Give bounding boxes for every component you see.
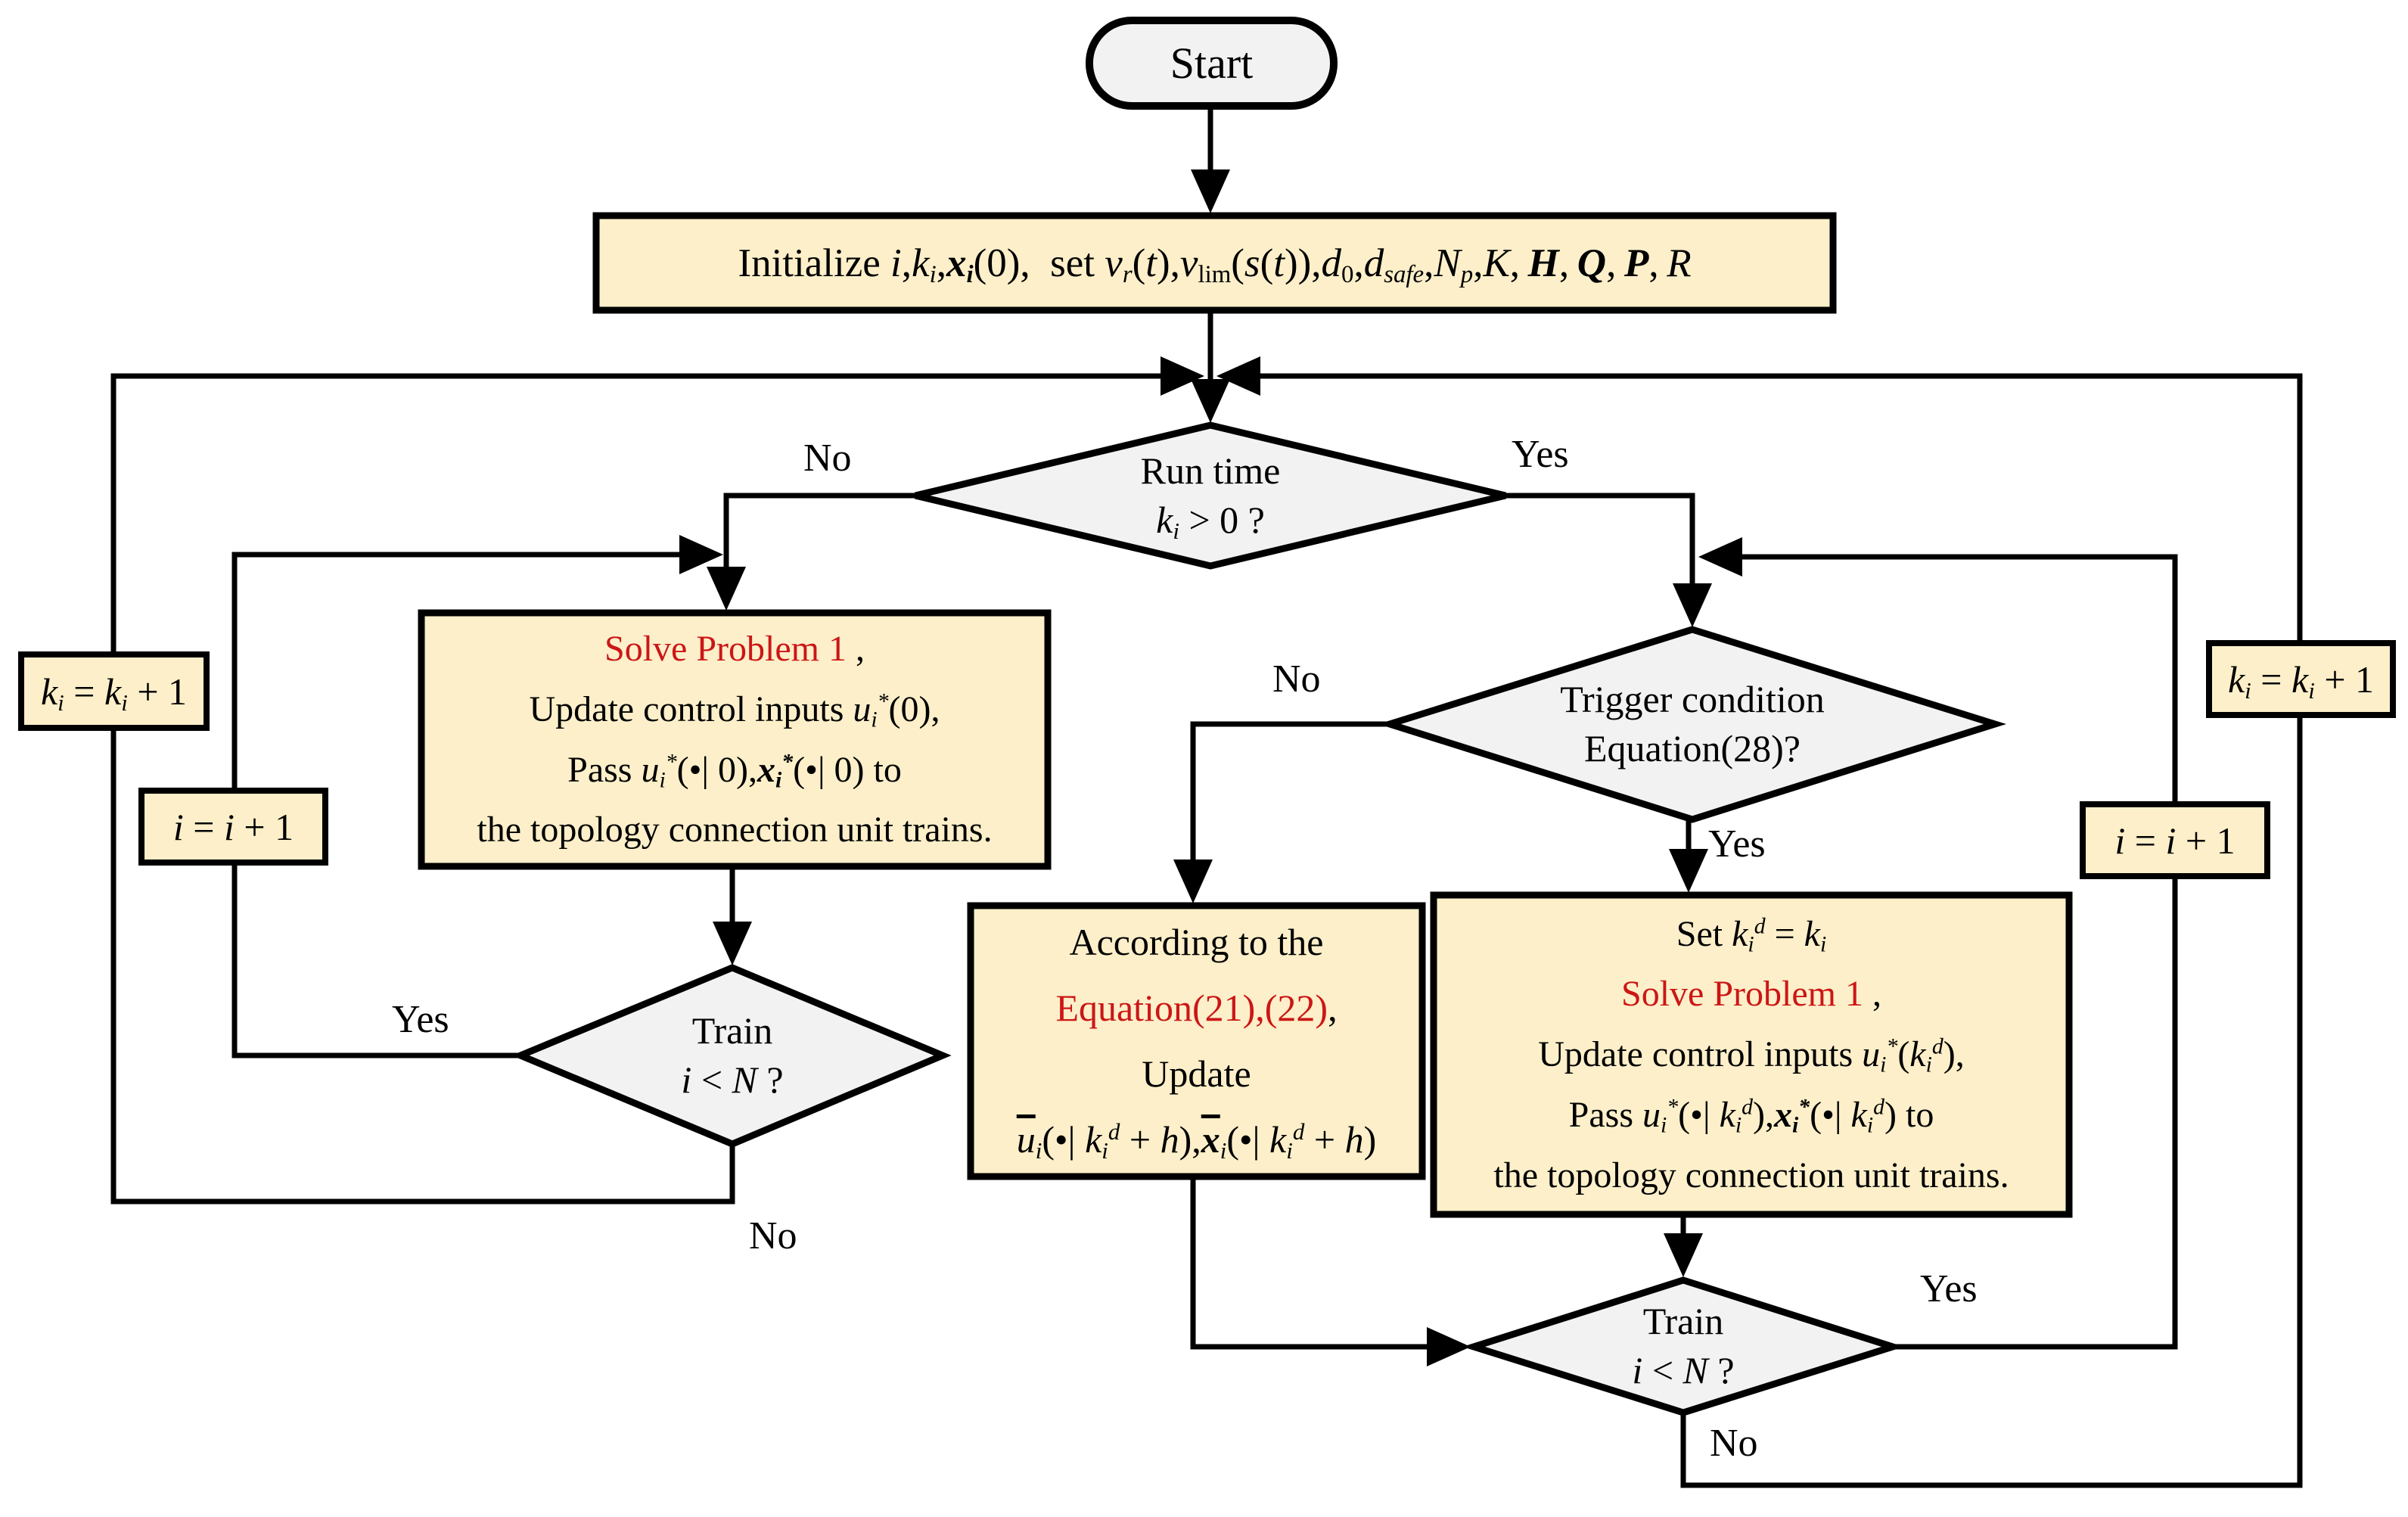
runtime-decision-shape [914,421,1507,570]
edge-train-bottom-no-to-k-increment [1680,717,2303,1488]
i-increment-right-shape [2080,801,2270,879]
trigger-no-label: No [1272,657,1321,701]
train-bottom-yes-label: Yes [1920,1267,1978,1310]
edge-left-i-loop-return [231,535,723,791]
edge-right-k-loop-return [1216,356,2303,643]
train-decision-bottom-shape [1462,1276,1904,1416]
set-solve-problem-right-shape [1430,891,2073,1218]
edge-runtime-no-to-solve [707,493,915,611]
edge-runtime-yes-to-trigger [1505,493,1712,627]
edge-train-bottom-yes-to-i-increment [1893,878,2178,1350]
i-increment-left-shape [138,788,328,866]
train-bottom-no-label: No [1710,1422,1758,1465]
k-increment-left-shape [18,651,210,731]
initialize-node-shape [592,212,1837,314]
edge-trigger-no-to-according [1173,721,1390,903]
train-left-no-label: No [749,1214,797,1257]
trigger-decision-shape [1378,626,2007,823]
train-left-yes-label: Yes [392,998,449,1041]
solve-problem-left-shape [418,609,1052,870]
train-decision-left-shape [511,964,952,1148]
edge-train-left-yes-to-i-increment [231,864,520,1058]
edge-train-left-no-to-k-increment [110,729,735,1205]
runtime-yes-label: Yes [1512,433,1569,476]
edge-right-i-loop-return [1698,537,2178,804]
edge-according-to-train-bottom [1190,1177,1471,1366]
trigger-yes-label: Yes [1708,822,1766,866]
runtime-no-label: No [803,437,852,480]
edge-left-k-loop-return [110,356,1204,654]
according-update-shape [967,902,1426,1180]
k-increment-right-shape [2206,640,2396,718]
start-node-shape [1086,17,1338,110]
